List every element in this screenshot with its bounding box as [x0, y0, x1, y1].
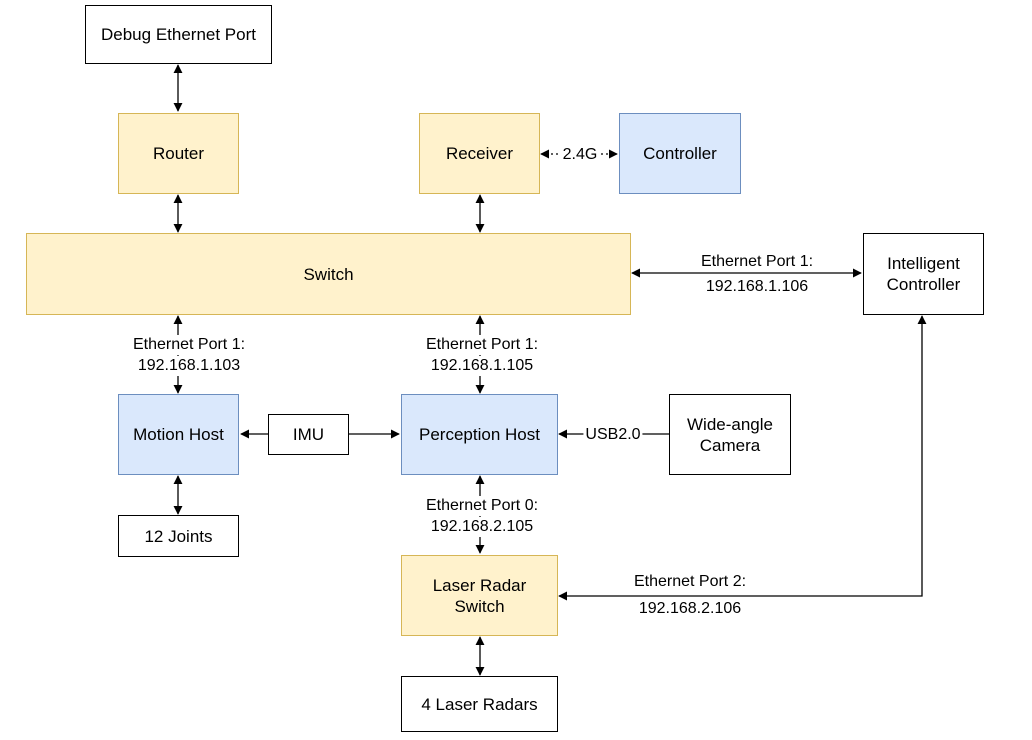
- node-perception-host: Perception Host: [401, 394, 558, 475]
- label-perception-port0-ip: 192.168.2.105: [428, 517, 536, 537]
- label-ic-port2-name: Ethernet Port 2:: [631, 572, 749, 592]
- label-ic-ip: 192.168.1.106: [705, 278, 809, 295]
- label-perception-port-name: Ethernet Port 1:: [423, 335, 541, 355]
- node-intelligent-controller: Intelligent Controller: [863, 233, 984, 315]
- node-motion-host: Motion Host: [118, 394, 239, 475]
- label-motion-port-name: Ethernet Port 1:: [130, 335, 248, 355]
- node-laser-radar-switch: Laser Radar Switch: [401, 555, 558, 636]
- node-imu: IMU: [268, 414, 349, 455]
- node-router: Router: [118, 113, 239, 194]
- node-debug-ethernet-port: Debug Ethernet Port: [85, 5, 272, 64]
- label-usb: USB2.0: [583, 425, 643, 445]
- label-perception-ip: 192.168.1.105: [428, 356, 536, 376]
- label-ic-port2-ip: 192.168.2.106: [638, 600, 742, 617]
- label-motion-ip: 192.168.1.103: [135, 356, 243, 376]
- label-ic-port-name: Ethernet Port 1:: [698, 252, 816, 272]
- label-wireless: 2.4G: [560, 145, 600, 165]
- node-switch: Switch: [26, 233, 631, 315]
- node-wide-angle-camera: Wide-angle Camera: [669, 394, 791, 475]
- node-12-joints: 12 Joints: [118, 515, 239, 557]
- node-4-laser-radars: 4 Laser Radars: [401, 676, 558, 732]
- node-controller: Controller: [619, 113, 741, 194]
- edge-laser-switch-intelligent-controller: [558, 315, 927, 601]
- label-perception-port0-name: Ethernet Port 0:: [423, 496, 541, 516]
- node-receiver: Receiver: [419, 113, 540, 194]
